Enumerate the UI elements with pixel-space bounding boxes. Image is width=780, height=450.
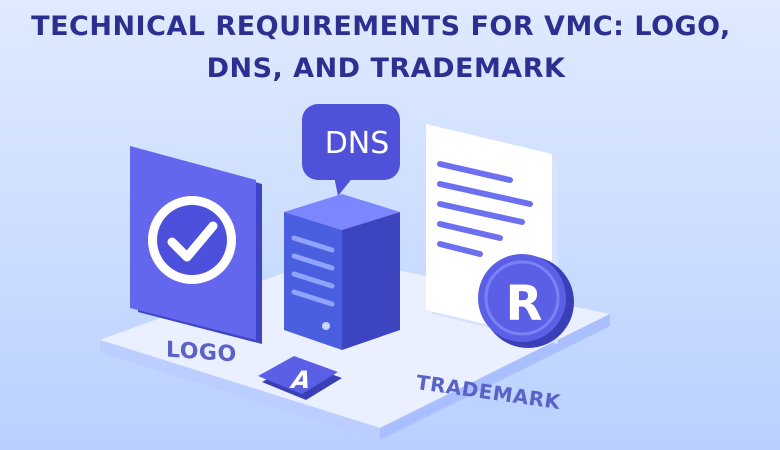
- title-line-1: TECHNICAL REQUIREMENTS FOR VMC: LOGO,: [31, 11, 731, 42]
- logo-label: LOGO: [166, 337, 237, 368]
- checkmark-icon: [148, 196, 236, 284]
- speech-bubble-icon: [302, 104, 400, 196]
- server-icon: [284, 194, 400, 350]
- page-title: TECHNICAL REQUIREMENTS FOR VMC: LOGO, DN…: [0, 6, 780, 90]
- logo-card: [130, 146, 262, 344]
- dns-label: DNS: [324, 126, 390, 161]
- registered-trademark-icon: [478, 254, 574, 348]
- title-line-2: DNS, AND TRADEMARK: [206, 53, 566, 84]
- a-key-icon: [258, 356, 342, 400]
- registered-label: R: [505, 276, 543, 332]
